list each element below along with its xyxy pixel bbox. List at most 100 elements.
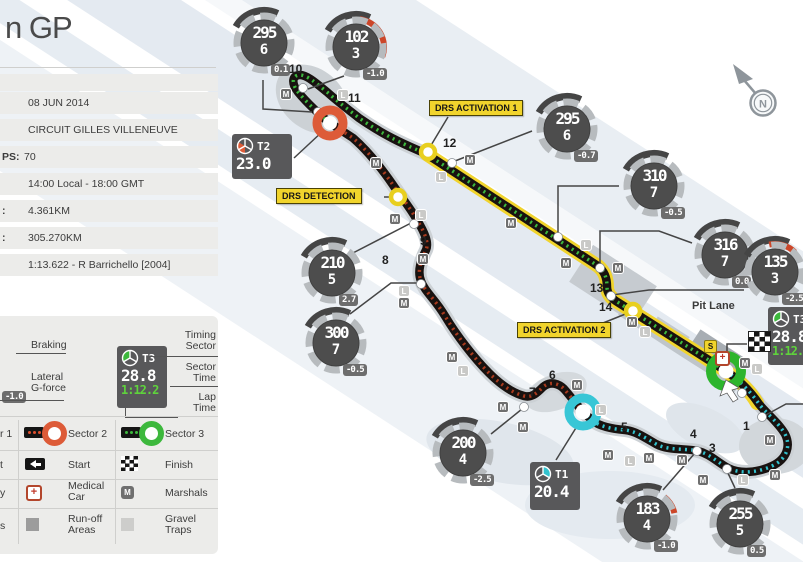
start-icon: [25, 458, 45, 470]
legend-sector1-fragment: r 1: [0, 428, 13, 440]
lap-length-value: 4.361KM: [28, 205, 71, 217]
drs-activation1-label: DRS ACTIVATION 1: [429, 100, 524, 116]
medical-car-label: Medical Car: [68, 480, 105, 503]
lap-length-label: :: [2, 205, 6, 217]
marshal-marker: M: [389, 213, 401, 225]
gauge-speed: 200: [451, 433, 477, 452]
safety-car-line-icon: S: [704, 340, 717, 353]
finish-flag-icon: [748, 331, 771, 352]
medical-car-icon: +: [26, 485, 42, 501]
gauge-gforce: 0.1: [271, 64, 291, 76]
sector3-ring-hole: [718, 363, 734, 379]
timing-pie-icon: [772, 310, 790, 328]
timing-sector-pointer: [150, 356, 218, 357]
island-shape: [666, 402, 744, 454]
sector3-label: Sector 3: [165, 428, 205, 440]
t2-timing-box: T2 23.0: [232, 134, 292, 179]
corner-number: 10: [289, 62, 303, 76]
finish-label: Finish: [165, 459, 194, 471]
gravel-icon: [121, 518, 134, 531]
marshal-marker: M: [398, 297, 410, 309]
sector3-icon: [121, 427, 141, 438]
legend-col1-fragment: y: [0, 487, 6, 499]
marshal-marker: M: [497, 401, 509, 413]
marshal-marker: M: [612, 262, 624, 274]
gauge-speed: 183: [635, 499, 661, 518]
laps-value: 70: [24, 151, 36, 163]
gauge-speed: 295: [252, 23, 278, 42]
marshal-marker: M: [370, 157, 382, 169]
light-panel-marker: L: [337, 89, 349, 101]
light-panel-marker: L: [415, 209, 427, 221]
lap-time-pointer: [125, 408, 126, 417]
sector3-ring-icon: [139, 421, 164, 446]
gauge-gear: 4: [458, 452, 468, 468]
legend-gforce-value: -1.0: [2, 391, 26, 403]
info-row-circuit: CIRCUIT GILLES VILLENEUVE: [0, 119, 218, 141]
gauge-speed: 295: [555, 109, 581, 128]
laps-label: PS:: [2, 151, 20, 163]
title-divider: [0, 67, 216, 68]
t1-time: 20.4: [534, 482, 570, 501]
legend-col1-fragment: t: [0, 459, 3, 471]
timing-pie-icon: [534, 465, 552, 483]
gauge-gear: 5: [327, 272, 337, 288]
gauge-gforce: -2.5: [782, 293, 803, 305]
light-panel-marker: L: [398, 285, 410, 297]
finish-icon: [121, 456, 138, 471]
legend-timing-box: T3 28.8 1:12.2: [117, 346, 167, 408]
t3-time: 28.8: [772, 327, 803, 346]
sector2-ring: [312, 105, 348, 141]
drs-activation2-label: DRS ACTIVATION 2: [517, 322, 612, 338]
legend-panel: -1.0 Braking Lateral G-force T3 28.8 1:1…: [0, 316, 218, 554]
drs-detection-label: DRS DETECTION: [276, 188, 362, 204]
corner-number: 9: [420, 234, 427, 248]
marshal-marker: M: [417, 253, 429, 265]
marshal-marker: M: [464, 154, 476, 166]
gravel-label: Gravel Traps: [165, 513, 196, 536]
braking-pointer: [16, 353, 66, 354]
circuit-name: CIRCUIT GILLES VILLENEUVE: [28, 124, 178, 136]
marshal-marker: M: [571, 379, 583, 391]
sector-time-pointer: [170, 386, 218, 387]
corner-number: 6: [549, 368, 556, 382]
sector2-ring-hole: [323, 116, 337, 130]
info-header-row: [0, 74, 218, 91]
light-panel-marker: L: [595, 404, 607, 416]
corner-number: 11: [348, 91, 361, 105]
info-row-lap-length: : 4.361KM: [0, 200, 218, 222]
t3-timing-box: T3 28.8 1:12.2: [768, 307, 803, 365]
corner-number: 12: [443, 136, 457, 150]
gauge-gear: 6: [259, 42, 269, 58]
corner-number: 8: [382, 253, 389, 267]
gauge-gear: 7: [720, 254, 730, 270]
gauge-gear: 4: [642, 518, 652, 534]
info-row-laps: PS: 70: [0, 146, 218, 168]
light-panel-marker: L: [580, 239, 592, 251]
pit-lane-label: Pit Lane: [692, 300, 735, 312]
timing-sector-label: Timing Sector: [184, 329, 216, 352]
compass-north-label: N: [759, 99, 767, 111]
race-date: 08 JUN 2014: [28, 97, 90, 109]
runoff-label: Run-off Areas: [68, 513, 103, 536]
gauge-gforce: -0.7: [574, 150, 598, 162]
corner-number: 14: [599, 300, 613, 314]
timing-pie-icon: [236, 137, 254, 155]
light-panel-marker: L: [457, 365, 469, 377]
start-arrow: [719, 379, 740, 403]
legend-sector-time: 28.8: [121, 366, 157, 385]
timing-pie-icon: [121, 349, 139, 367]
corner-number: 1: [743, 419, 750, 433]
gauge-gforce: -1.0: [363, 68, 387, 80]
sector2-icon: [24, 427, 44, 438]
page-title: n GP: [5, 10, 73, 45]
